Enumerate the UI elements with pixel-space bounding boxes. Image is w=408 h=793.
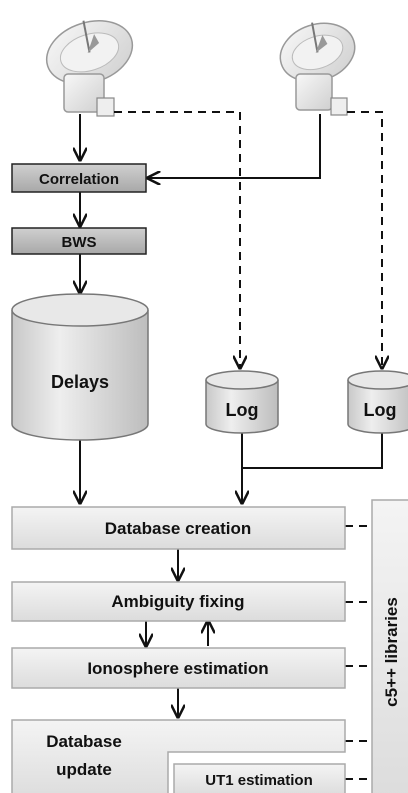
correlation-box: Correlation <box>11 163 147 193</box>
antenna-right-icon <box>279 22 356 116</box>
log-right-label: Log <box>364 400 397 420</box>
ut1-estimation-label: UT1 estimation <box>205 772 313 789</box>
log-left-label: Log <box>226 400 259 420</box>
bws-box: BWS <box>11 227 147 255</box>
ionosphere-estimation-label: Ionosphere estimation <box>87 659 268 678</box>
delays-database-cylinder: Delays <box>11 293 149 441</box>
delays-label: Delays <box>51 372 109 392</box>
c5pp-libraries-box: c5++ libraries <box>371 499 408 793</box>
connectors <box>80 114 383 717</box>
antenna-left-icon <box>45 20 134 117</box>
log-left-cylinder: Log <box>205 370 279 434</box>
bws-label: BWS <box>62 234 97 251</box>
database-creation-box: Database creation <box>11 506 346 550</box>
ut1-estimation-box: UT1 estimation <box>173 763 346 793</box>
dashed-connectors <box>114 111 382 780</box>
ionosphere-estimation-box: Ionosphere estimation <box>11 647 346 689</box>
ambiguity-fixing-label: Ambiguity fixing <box>111 592 244 611</box>
log-right-cylinder: Log <box>347 370 408 434</box>
database-update-label-line2: update <box>56 760 112 779</box>
database-update-label-line1: Database <box>46 732 122 751</box>
correlation-label: Correlation <box>39 171 119 188</box>
database-update-box: Database update <box>11 719 346 793</box>
database-creation-label: Database creation <box>105 519 251 538</box>
c5pp-libraries-label: c5++ libraries <box>382 597 401 707</box>
ambiguity-fixing-box: Ambiguity fixing <box>11 581 346 622</box>
